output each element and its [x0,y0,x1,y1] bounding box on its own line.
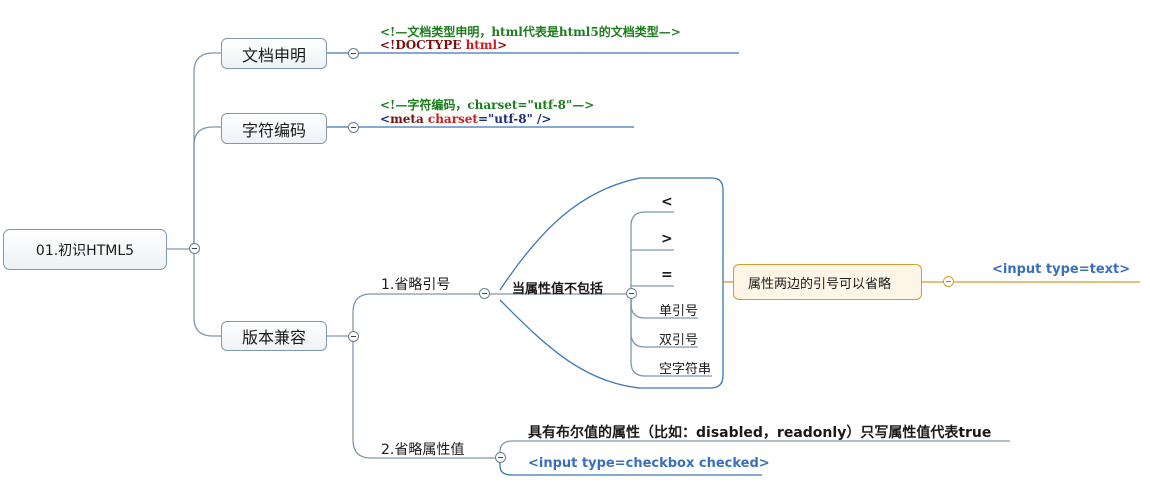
root-node[interactable]: 01.初识HTML5 [3,229,167,270]
char-item-gt[interactable]: > [661,231,673,247]
char-item-single-quote[interactable]: 单引号 [659,304,699,319]
charset-code-lt: < [380,112,391,126]
topic-omit-attr-value[interactable]: 2.省略属性值 [381,442,465,458]
charset-code-value: "utf-8" [488,112,533,126]
collapse-toggle-omit-attr[interactable] [495,452,506,463]
note-label: 属性两边的引号可以省略 [748,276,892,292]
doctype-code-close: > [497,38,508,52]
example-input-checkbox[interactable]: <input type=checkbox checked> [528,456,770,471]
charset-code-eq: = [477,112,489,126]
collapse-toggle-doctype[interactable] [348,48,359,59]
doctype-code-keyword: html [465,38,498,52]
root-label: 01.初识HTML5 [35,242,135,259]
node-charset-label: 字符编码 [241,120,306,140]
note-quotes-omittable[interactable]: 属性两边的引号可以省略 [733,264,922,300]
collapse-toggle-root[interactable] [189,243,200,254]
node-compat[interactable]: 版本兼容 [221,321,327,351]
charset-code: <meta charset="utf-8" /> [380,112,551,126]
char-item-empty-string[interactable]: 空字符串 [659,362,712,377]
node-compat-label: 版本兼容 [241,328,306,347]
example-input-text[interactable]: <input type=text> [992,262,1131,277]
char-item-eq[interactable]: = [661,267,673,283]
node-charset[interactable]: 字符编码 [221,113,327,144]
collapse-toggle-note[interactable] [943,276,954,287]
collapse-toggle-charset[interactable] [348,122,359,133]
charset-code-end: /> [532,112,552,126]
topic-condition[interactable]: 当属性值不包括 [512,282,604,297]
node-doctype-label: 文档申明 [241,45,306,65]
topic-omit-quotes[interactable]: 1.省略引号 [381,277,451,293]
boolean-attr-description[interactable]: 具有布尔值的属性（比如：disabled，readonly）只写属性值代表tru… [528,425,992,441]
collapse-toggle-compat[interactable] [348,331,359,342]
doctype-code-open: <!DOCTYPE [380,38,466,52]
char-item-double-quote[interactable]: 双引号 [659,333,699,348]
collapse-toggle-omit-quotes[interactable] [479,288,490,299]
node-doctype[interactable]: 文档申明 [221,38,327,69]
doctype-code: <!DOCTYPE html> [380,38,507,52]
collapse-toggle-condition[interactable] [626,288,637,299]
char-item-lt[interactable]: < [661,194,673,210]
boundary-outline [499,177,724,389]
charset-comment: <!—字符编码，charset="utf-8"—> [380,98,595,112]
charset-code-tag: meta [390,112,428,126]
charset-code-attr: charset [427,112,478,126]
doctype-comment: <!—文档类型申明，html代表是html5的文档类型—> [380,25,681,39]
